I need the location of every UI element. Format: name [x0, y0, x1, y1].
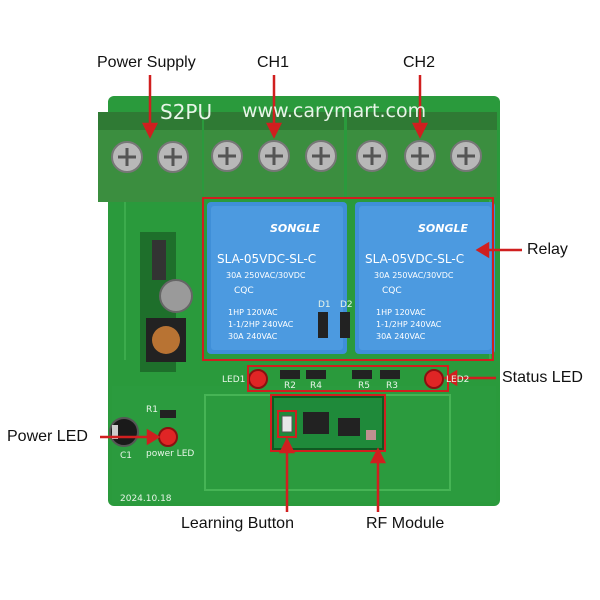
r2-silk: R2: [284, 381, 296, 391]
r4-silk: R4: [310, 381, 322, 391]
relay1-rating-2: 1HP 120VAC: [228, 308, 278, 317]
board-date-silk: 2024.10.18: [120, 494, 172, 504]
resistor-r1: [160, 410, 176, 418]
board-model-silk: S2PU: [160, 100, 213, 124]
relay-ch1: [207, 202, 347, 354]
rf-module-callout-box: [270, 394, 386, 452]
relay2-cert: CQC: [382, 286, 402, 296]
status-led-1: [248, 369, 268, 389]
power-supply-label: Power Supply: [97, 54, 196, 71]
ch1-terminal-block: [204, 112, 344, 198]
relay-callout-box: [202, 197, 494, 361]
power-led-silk: power LED: [146, 449, 195, 459]
diode-d2: [340, 312, 350, 338]
power-led: [158, 427, 178, 447]
diode-d1: [318, 312, 328, 338]
relay2-brand: SONGLE: [418, 222, 469, 235]
rf-module-board: [272, 396, 384, 450]
board-url-silk: www.carymart.com: [242, 100, 427, 122]
resistor-row: [280, 370, 400, 379]
learning-button-label: Learning Button: [181, 515, 294, 532]
relay1-rating-1: 30A 250VAC/30VDC: [226, 271, 306, 280]
capacitor-stripe: [112, 425, 118, 439]
relay1-brand: SONGLE: [270, 222, 321, 235]
c1-silk: C1: [120, 451, 133, 461]
ch2-label: CH2: [403, 54, 436, 71]
d2-silk: D2: [340, 300, 353, 310]
relay2-rating-1: 30A 250VAC/30VDC: [374, 271, 454, 280]
relay-ch2: [355, 202, 495, 354]
rf-module-label: RF Module: [366, 515, 445, 532]
relay1-rating-4: 30A 240VAC: [228, 332, 278, 341]
d1-silk: D1: [318, 300, 331, 310]
relay1-cert: CQC: [234, 286, 254, 296]
relay2-rating-4: 30A 240VAC: [376, 332, 426, 341]
r1-silk: R1: [146, 405, 158, 415]
led1-silk: LED1: [222, 375, 246, 385]
relay1-model: SLA-05VDC-SL-C: [217, 252, 317, 266]
led2-silk: LED2: [446, 375, 470, 385]
learning-button-callout-box: [277, 410, 297, 438]
relay1-rating-3: 1-1/2HP 240VAC: [228, 320, 294, 329]
r3-silk: R3: [386, 381, 398, 391]
power-supply-circuit: [140, 232, 193, 372]
callout-arrows: [100, 75, 522, 512]
status-led-2: [424, 369, 444, 389]
relay-label: Relay: [527, 241, 568, 258]
relay2-model: SLA-05VDC-SL-C: [365, 252, 465, 266]
ch1-label: CH1: [257, 54, 290, 71]
relay2-rating-2: 1HP 120VAC: [376, 308, 426, 317]
r5-silk: R5: [358, 381, 370, 391]
status-led-label: Status LED: [502, 369, 583, 386]
power-led-label: Power LED: [7, 428, 88, 445]
relay2-rating-3: 1-1/2HP 240VAC: [376, 320, 442, 329]
